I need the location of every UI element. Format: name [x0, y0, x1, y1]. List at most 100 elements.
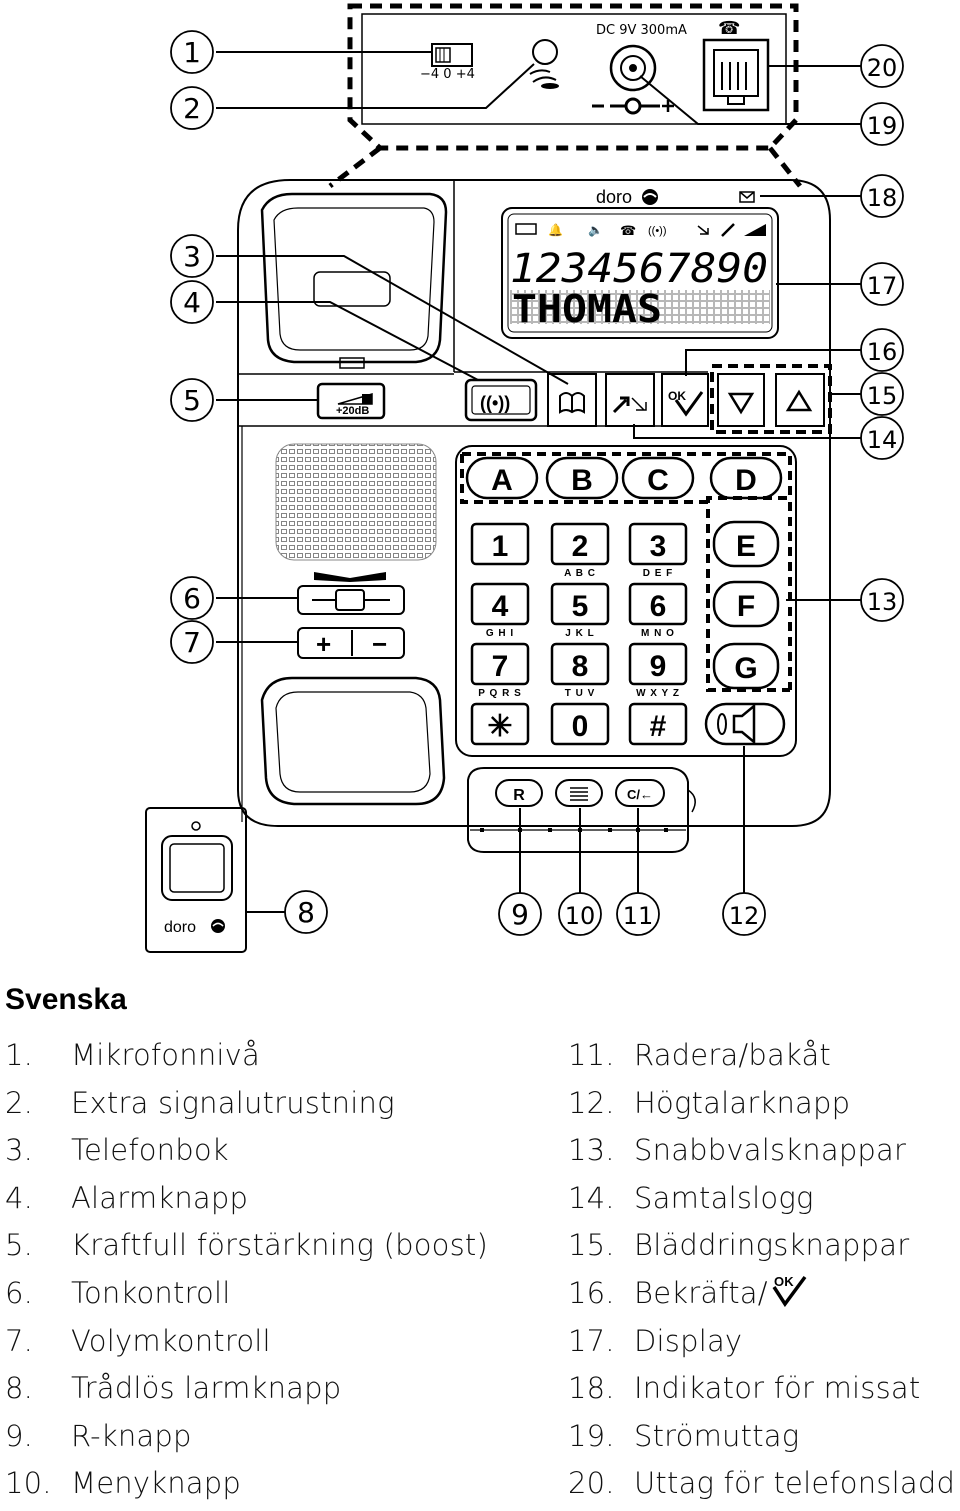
power-socket[interactable]: DC 9V 300mA — [592, 23, 687, 115]
scroll-buttons — [710, 364, 832, 434]
clear-button[interactable]: C/← — [615, 779, 665, 807]
r-key-label: R — [513, 787, 525, 804]
speaker-grille — [275, 443, 437, 561]
callout-17: 17 — [860, 262, 904, 306]
key-4[interactable]: 4G H I — [470, 582, 530, 639]
callout-3: 3 — [170, 234, 214, 278]
incoming-icon — [721, 223, 735, 237]
legend-item-text: Strömuttag — [634, 1418, 800, 1453]
mic-level-switch[interactable]: −4 0 +4 — [420, 43, 475, 82]
key-2[interactable]: 2A B C — [550, 522, 610, 579]
triangle-down-icon — [727, 392, 755, 415]
alarm-button[interactable]: ((•)) — [464, 378, 538, 422]
callout-number: 20 — [867, 54, 898, 82]
key-letters: J K L — [565, 628, 594, 639]
legend-item-number: 10. — [5, 1466, 52, 1501]
legend-item: 5.Kraftfull förstärkning (boost) — [5, 1225, 488, 1273]
key-7[interactable]: 7P Q R S — [470, 642, 530, 699]
key-10[interactable]: ✳ — [470, 702, 530, 746]
legend-item: 4.Alarmknapp — [5, 1178, 488, 1226]
speed-dial-f[interactable]: F — [712, 580, 780, 628]
key-9[interactable]: 9 W X Y Z — [628, 642, 688, 699]
callout-number: 18 — [867, 184, 898, 212]
signal-bars-icon — [744, 224, 766, 236]
callout-11: 11 — [616, 892, 660, 936]
envelope-icon — [739, 191, 755, 199]
speed-dial-label: C — [647, 464, 669, 497]
callout-number: 15 — [867, 382, 898, 410]
callout-number: 17 — [867, 272, 898, 300]
aux-signal-jack[interactable] — [529, 39, 559, 89]
legend-item-text: Högtalarknapp — [634, 1085, 851, 1120]
key-letters: W X Y Z — [636, 688, 680, 699]
key-5[interactable]: 5J K L — [550, 582, 610, 639]
phone-icon: ☎ — [718, 18, 740, 38]
legend-item-text: Bläddringsknappar — [634, 1228, 910, 1263]
phone-line-socket[interactable]: ☎ — [702, 18, 770, 112]
speed-dial-label: F — [737, 590, 755, 623]
key-digit: 1 — [492, 530, 509, 563]
key-1[interactable]: 1 — [470, 522, 530, 566]
key-digit: 8 — [572, 650, 589, 683]
callout-16: 16 — [860, 328, 904, 372]
callout-number: 13 — [867, 588, 898, 616]
legend-item-number: 9. — [5, 1418, 34, 1453]
callout-number: 6 — [183, 582, 201, 615]
key-letters: P Q R S — [478, 688, 522, 699]
legend-item-number: 14. — [568, 1180, 615, 1215]
key-11[interactable]: 0 — [550, 702, 610, 746]
menu-button[interactable] — [555, 779, 603, 807]
volume-minus[interactable]: − — [372, 629, 387, 659]
key-12[interactable]: # — [628, 702, 688, 746]
key-letters: D E F — [643, 568, 674, 579]
speed-dial-c[interactable]: C — [621, 456, 695, 500]
display-digits: 1234567890 — [510, 246, 768, 292]
volume-plus[interactable]: + — [316, 629, 331, 659]
speed-dial-d[interactable]: D — [709, 456, 783, 500]
legend-item-number: 15. — [568, 1228, 615, 1263]
phone-body — [237, 179, 831, 827]
call-log-button[interactable] — [605, 373, 655, 427]
key-6[interactable]: 6M N O — [628, 582, 688, 639]
key-letters: G H I — [486, 628, 514, 639]
callout-number: 5 — [183, 384, 201, 417]
phonebook-button[interactable] — [547, 373, 597, 427]
leader-lines — [216, 51, 862, 913]
legend-item: 3.Telefonbok — [5, 1130, 488, 1178]
callout-6: 6 — [170, 576, 214, 620]
speed-dial-label: D — [735, 464, 757, 497]
legend-item-text: Bekräfta/ — [634, 1275, 768, 1310]
speaker-button[interactable] — [704, 702, 786, 746]
callout-18: 18 — [860, 174, 904, 218]
scroll-down-button[interactable] — [717, 373, 765, 427]
ok-button[interactable]: OK — [661, 373, 709, 427]
tone-control[interactable] — [297, 572, 405, 615]
callout-4: 4 — [170, 280, 214, 324]
key-8[interactable]: 8 T U V — [550, 642, 610, 699]
key-digit: ✳ — [487, 710, 512, 743]
boost-button[interactable]: +20dB — [316, 382, 386, 420]
key-digit: 9 — [650, 650, 667, 683]
legend-item: 6.Tonkontroll — [5, 1273, 488, 1321]
wireless-alarm-pendant[interactable]: doro — [145, 807, 247, 953]
callout-10: 10 — [558, 892, 602, 936]
check-icon — [674, 391, 704, 417]
legend-item-number: 12. — [568, 1085, 615, 1120]
r-button[interactable]: R — [495, 779, 543, 807]
speed-dial-e[interactable]: E — [712, 520, 780, 568]
callout-19: 19 — [860, 102, 904, 146]
key-3[interactable]: 3D E F — [628, 522, 688, 579]
brand-logo: doro — [596, 187, 658, 207]
volume-control[interactable]: + − — [297, 627, 405, 659]
speed-dial-a[interactable]: A — [465, 456, 539, 500]
speed-dial-g[interactable]: G — [712, 642, 780, 690]
key-letters: T U V — [565, 688, 596, 699]
speed-dial-label: E — [736, 530, 756, 563]
switch-scale: −4 0 +4 — [420, 67, 475, 82]
speed-dial-b[interactable]: B — [545, 456, 619, 500]
scroll-up-button[interactable] — [775, 373, 825, 427]
speed-dial-label: G — [734, 652, 757, 685]
callout-12: 12 — [722, 892, 766, 936]
legend-item: 12. Högtalarknapp — [568, 1083, 955, 1131]
